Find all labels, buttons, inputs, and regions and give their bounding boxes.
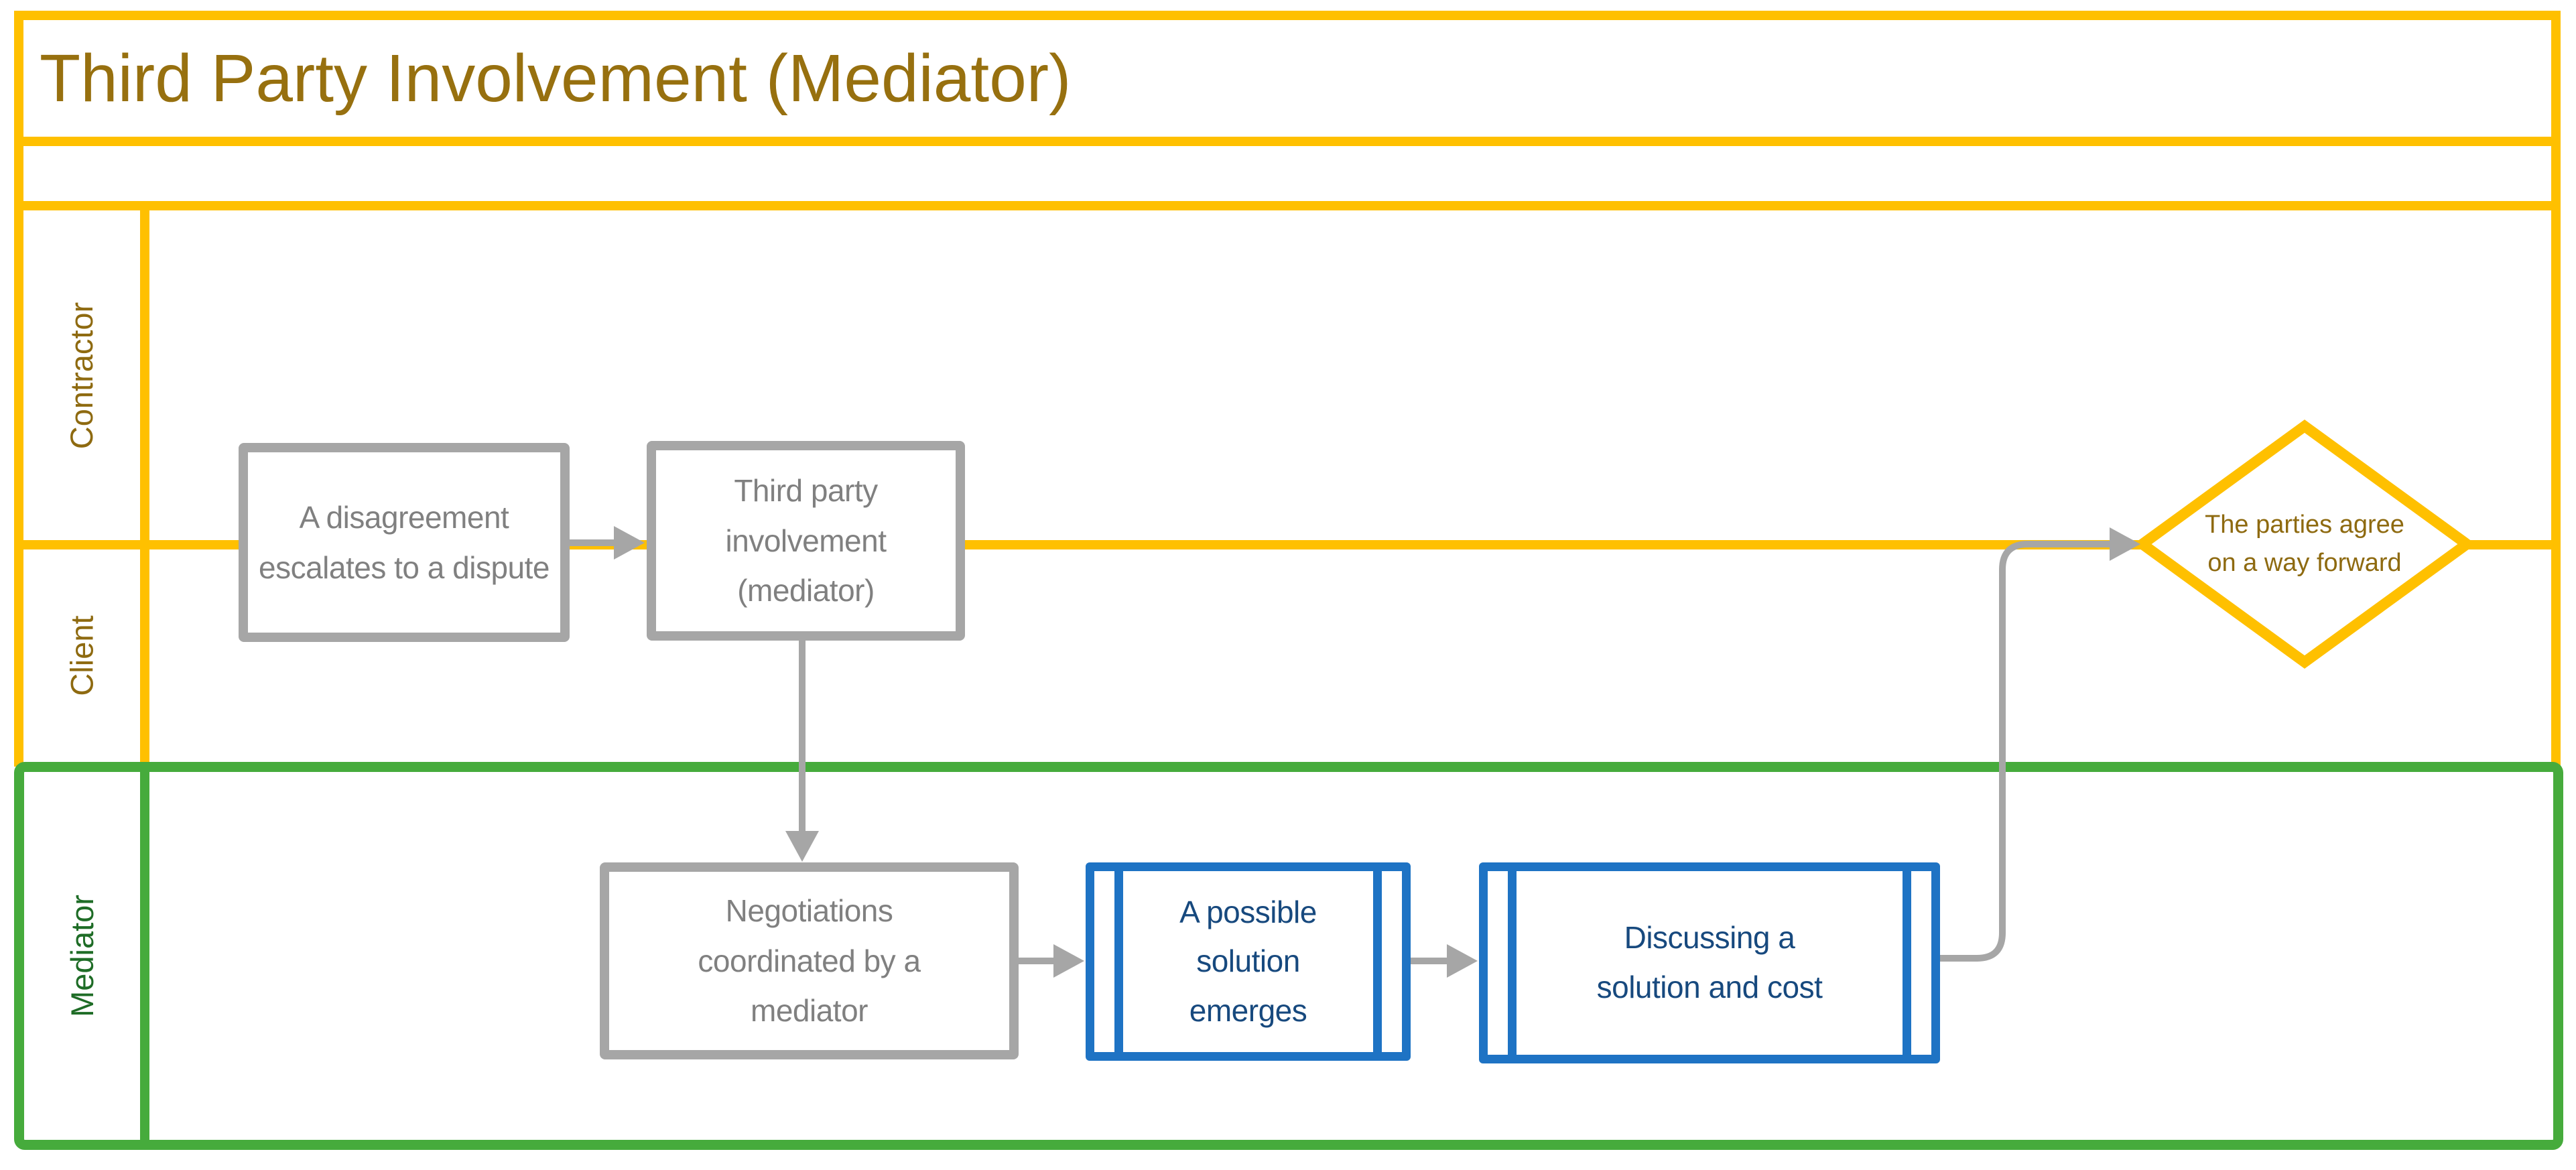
process-box-negotiations-text: Negotiations coordinated by a mediator (698, 893, 921, 1029)
lane-label-mediator-text: Mediator (64, 895, 100, 1017)
subprocess-marker-left (1508, 871, 1517, 1055)
label-column-divider-green (140, 772, 149, 1140)
diagram-title: Third Party Involvement (Mediator) (40, 40, 1072, 116)
lane-label-contractor: Contractor (23, 210, 140, 540)
subprocess-marker-right (1903, 871, 1911, 1055)
process-box-third-party-text: Third party involvement (mediator) (725, 473, 887, 608)
subprocess-box-possible-solution-text: A possible solution emerges (1179, 894, 1317, 1028)
subprocess-marker-left (1114, 871, 1123, 1052)
title-divider (14, 137, 2561, 146)
lane-label-contractor-text: Contractor (64, 302, 100, 449)
label-column-divider-yellow (140, 210, 149, 767)
frame-right-border (2551, 11, 2561, 767)
subprocess-box-discussing-text: Discussing a solution and cost (1596, 920, 1823, 1004)
header-row-divider (14, 201, 2561, 210)
frame-left-border (14, 11, 23, 767)
decision-diamond-label: The parties agree on a way forward (2204, 473, 2405, 615)
decision-diamond-text: The parties agree on a way forward (2205, 511, 2404, 577)
mediator-lane-border (14, 762, 2563, 1150)
lane-label-client: Client (23, 549, 140, 762)
process-box-disagreement-text: A disagreement escalates to a dispute (259, 499, 550, 585)
subprocess-box-discussing: Discussing a solution and cost (1479, 862, 1940, 1063)
lane-label-mediator: Mediator (23, 772, 140, 1140)
subprocess-box-possible-solution: A possible solution emerges (1086, 862, 1411, 1061)
diagram-title-bar: Third Party Involvement (Mediator) (23, 20, 2550, 137)
subprocess-marker-right (1373, 871, 1382, 1052)
process-box-negotiations: Negotiations coordinated by a mediator (600, 862, 1019, 1059)
lane-label-client-text: Client (64, 615, 100, 696)
process-box-third-party: Third party involvement (mediator) (647, 441, 965, 641)
frame-top-border (14, 11, 2561, 20)
process-box-disagreement: A disagreement escalates to a dispute (239, 443, 570, 642)
